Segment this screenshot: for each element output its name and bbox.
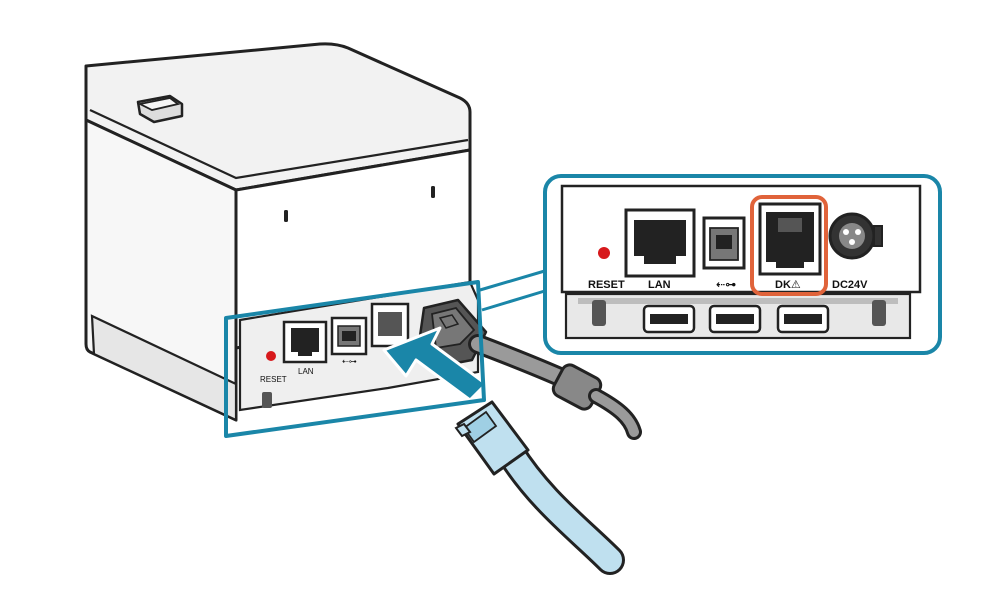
- base-slot-left: [592, 300, 606, 326]
- printer-body: [84, 42, 472, 422]
- inset-reset-label: RESET: [588, 279, 625, 291]
- dk-cable: [454, 400, 625, 575]
- printer-usb-port[interactable]: [330, 316, 368, 356]
- usb-a-port[interactable]: [708, 304, 762, 334]
- printer-lan-port[interactable]: [282, 320, 328, 364]
- arrow-icon: [382, 326, 488, 402]
- usb-a-port[interactable]: [776, 304, 830, 334]
- usb-icon: ⇠⊶: [716, 279, 736, 291]
- side-slot: [284, 210, 288, 222]
- inset-lan-port[interactable]: [624, 208, 696, 278]
- side-slot: [431, 186, 435, 198]
- cover-latch: [136, 94, 184, 124]
- inset-panel: RESET LAN ⇠⊶ DK⚠: [543, 174, 942, 355]
- inset-dc-label: DC24V: [832, 279, 868, 291]
- rear-panel-highlight: [224, 280, 486, 438]
- inset-dk-label: DK⚠: [775, 279, 801, 291]
- inset-reset-button[interactable]: [598, 247, 610, 259]
- inset-dk-port[interactable]: [758, 202, 822, 276]
- usb-a-port[interactable]: [642, 304, 696, 334]
- bottom-slot: [262, 392, 272, 408]
- inset-usb-port[interactable]: [702, 216, 746, 270]
- printer-reset-button[interactable]: [266, 351, 276, 361]
- printer-rear-panel: RESET LAN ⇠⊶: [238, 280, 488, 412]
- power-cable: [468, 334, 642, 440]
- inset-dc-jack[interactable]: [828, 212, 883, 260]
- callout-wedge: [479, 268, 549, 312]
- base-slot-right: [872, 300, 886, 326]
- inset-lan-label: LAN: [648, 279, 671, 291]
- printer-usb-label: ⇠⊶: [342, 357, 357, 366]
- printer-dk-port[interactable]: [370, 302, 410, 348]
- printer-lan-label: LAN: [298, 367, 314, 376]
- printer-reset-label: RESET: [260, 375, 287, 384]
- dk-port-highlight: [750, 195, 828, 296]
